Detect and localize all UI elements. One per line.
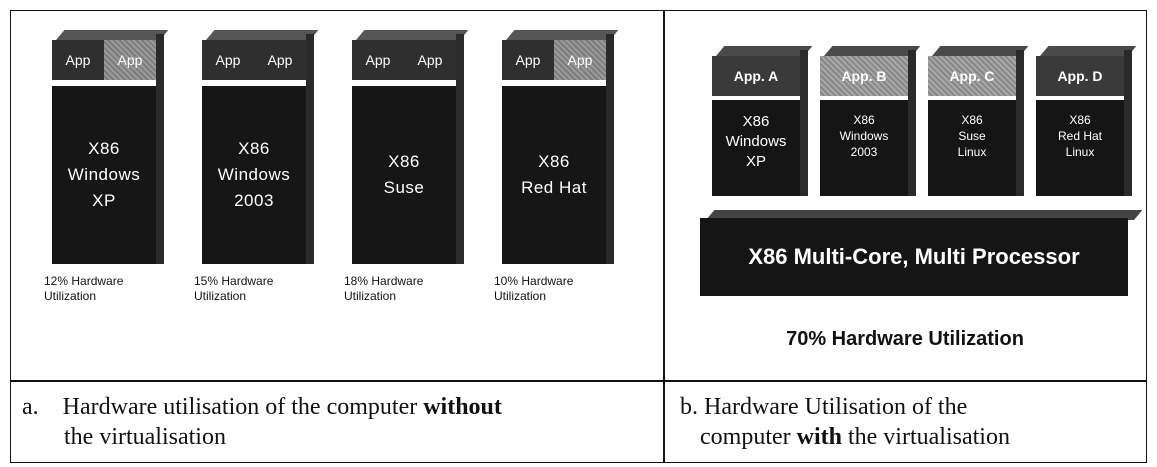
figure-frame bbox=[10, 10, 1147, 463]
utilization-label: 18% Hardware Utilization bbox=[344, 274, 424, 303]
os-block: X86 Red Hat bbox=[502, 86, 606, 264]
os-label: X86 Red Hat bbox=[521, 152, 587, 197]
stack-side-face bbox=[156, 34, 164, 264]
os-label: X86 Windows XP bbox=[67, 139, 141, 210]
caption-emphasis: without bbox=[423, 394, 502, 420]
stack-top-face bbox=[56, 30, 169, 40]
app-block: App. C bbox=[928, 56, 1016, 96]
app-block: App. B bbox=[820, 56, 908, 96]
app-block: App bbox=[202, 40, 254, 80]
caption-b: b. Hardware Utilisation of the computer … bbox=[680, 392, 1140, 452]
stack-top-face bbox=[932, 46, 1029, 56]
caption-line-2: computer with the virtualisation bbox=[680, 422, 1140, 452]
os-block: X86 Windows 2003 bbox=[820, 100, 908, 196]
caption-text-cont: the virtualisation bbox=[64, 424, 226, 450]
app-block: App. D bbox=[1036, 56, 1124, 96]
os-label: X86 Windows 2003 bbox=[217, 139, 291, 210]
caption-letter: a. bbox=[22, 394, 39, 420]
utilization-label: 15% Hardware Utilization bbox=[194, 274, 274, 303]
caption-emphasis: with bbox=[796, 424, 842, 450]
utilization-label: 12% Hardware Utilization bbox=[44, 274, 124, 303]
stack-top-face bbox=[506, 30, 619, 40]
total-utilization-label: 70% Hardware Utilization bbox=[786, 328, 1024, 350]
caption-divider bbox=[10, 380, 1147, 382]
stack-side-face bbox=[606, 34, 614, 264]
stack-top-face bbox=[716, 46, 813, 56]
app-block: App bbox=[52, 40, 104, 80]
os-block: X86 Windows 2003 bbox=[202, 86, 306, 264]
hardware-base-label: X86 Multi-Core, Multi Processor bbox=[748, 244, 1080, 269]
os-label: X86 Suse bbox=[383, 152, 425, 197]
stack-side-face bbox=[456, 34, 464, 264]
app-block: App bbox=[554, 40, 606, 80]
app-block: App. A bbox=[712, 56, 800, 96]
stack-top-face bbox=[824, 46, 921, 56]
stack-top-face bbox=[206, 30, 319, 40]
caption-text-end: the virtualisation bbox=[847, 424, 1010, 450]
caption-text-cont: computer bbox=[700, 424, 791, 450]
caption-letter: b. bbox=[680, 394, 698, 420]
stack-side-face bbox=[306, 34, 314, 264]
stack-top-face bbox=[1040, 46, 1137, 56]
os-block: X86 Windows XP bbox=[712, 100, 800, 196]
caption-text: Hardware utilisation of the computer bbox=[62, 394, 418, 420]
stack-side-face bbox=[908, 50, 916, 196]
os-block: X86 Suse bbox=[352, 86, 456, 264]
app-block: App bbox=[502, 40, 554, 80]
app-block: App bbox=[404, 40, 456, 80]
app-block: App bbox=[352, 40, 404, 80]
stack-side-face bbox=[800, 50, 808, 196]
os-block: X86 Suse Linux bbox=[928, 100, 1016, 196]
app-block: App bbox=[104, 40, 156, 80]
caption-text: Hardware Utilisation of the bbox=[704, 394, 968, 420]
app-block: App bbox=[254, 40, 306, 80]
stack-side-face bbox=[1124, 50, 1132, 196]
stack-side-face bbox=[1016, 50, 1024, 196]
stack-top-face bbox=[356, 30, 469, 40]
caption-a: a. Hardware utilisation of the computer … bbox=[22, 392, 652, 452]
utilization-label: 10% Hardware Utilization bbox=[494, 274, 574, 303]
panel-divider bbox=[663, 10, 665, 463]
os-block: X86 Windows XP bbox=[52, 86, 156, 264]
hardware-base-block: X86 Multi-Core, Multi Processor bbox=[700, 218, 1128, 296]
os-block: X86 Red Hat Linux bbox=[1036, 100, 1124, 196]
